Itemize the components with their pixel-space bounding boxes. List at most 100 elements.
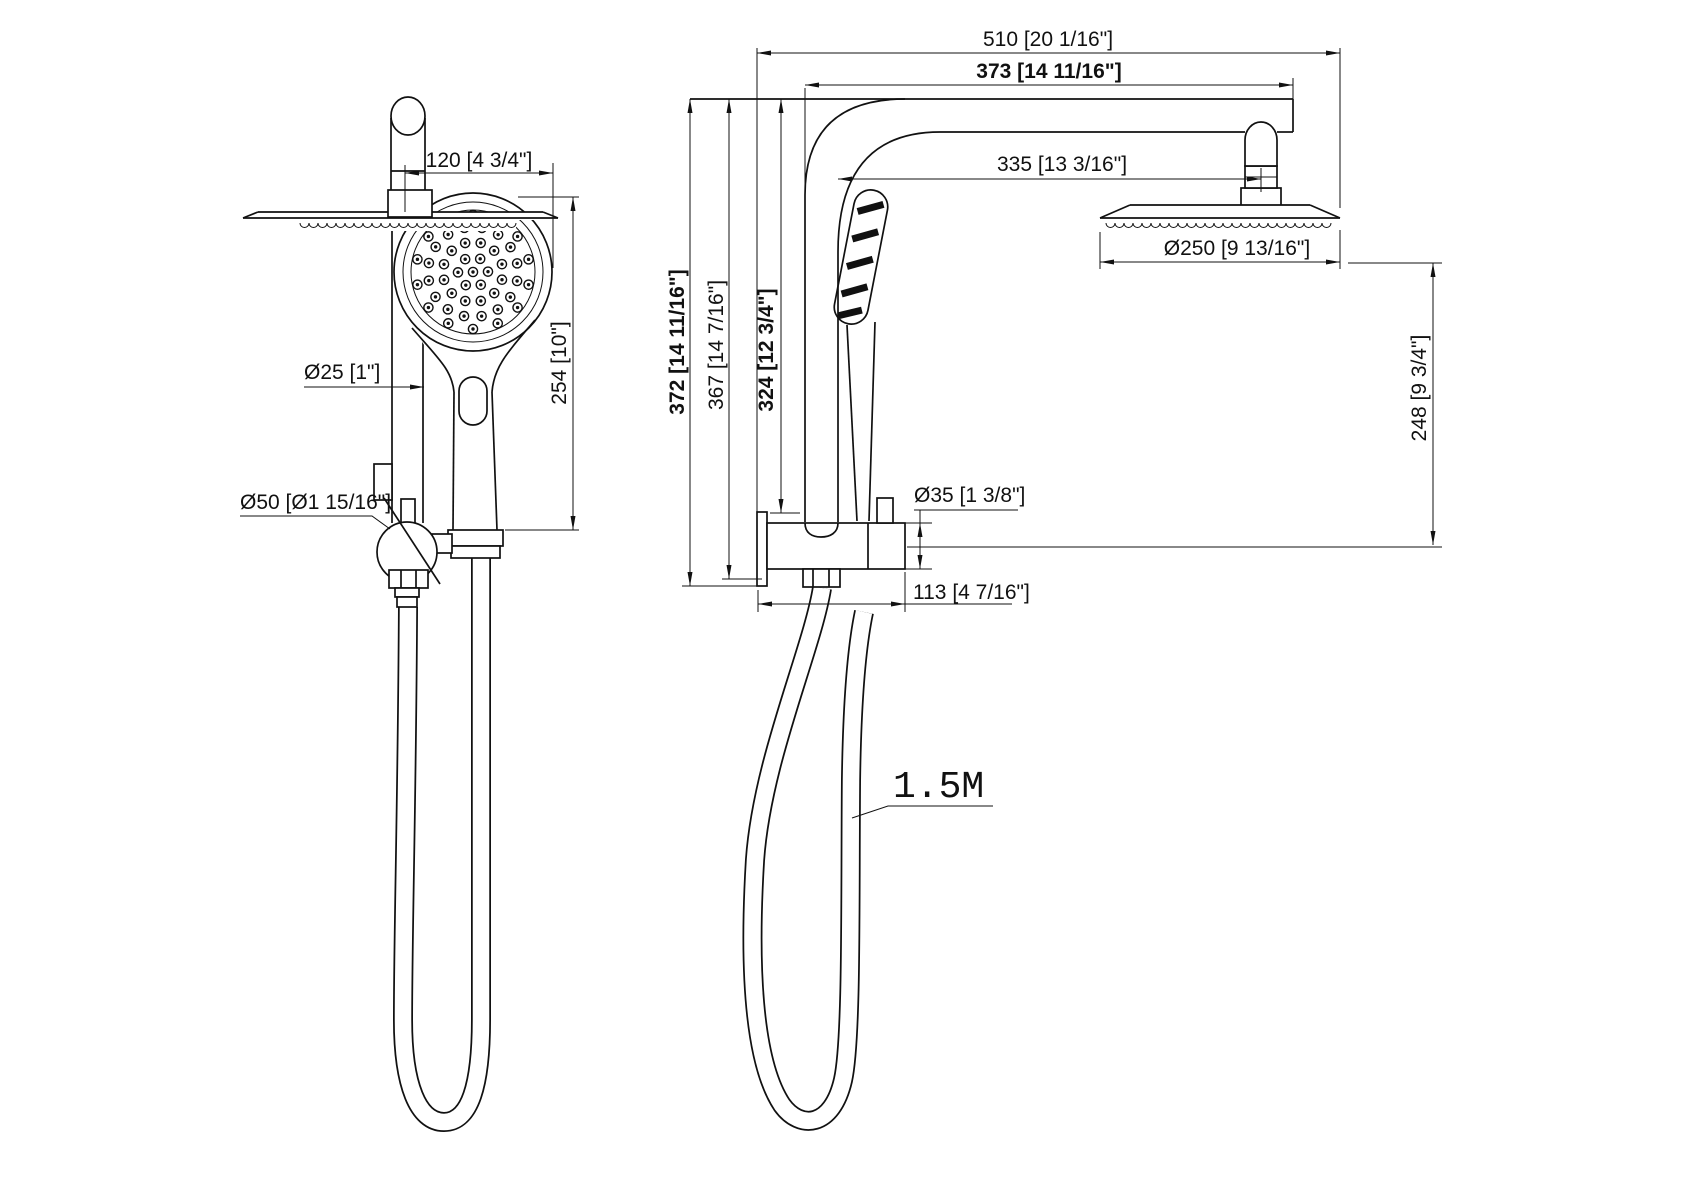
nozzle-dot-center [446,321,450,326]
wall-flange [756,511,768,587]
handle-collar [447,529,504,547]
dim-254: 254 [10"] [505,196,579,531]
front-view: 120 [4 3/4"] 254 [10"] Ø25 [1"] Ø50 [Ø1 … [240,96,579,1133]
diverter [376,497,453,608]
front-dimensions: 120 [4 3/4"] 254 [10"] Ø25 [1"] Ø50 [Ø1 … [240,149,579,531]
dim-50-label: Ø50 [Ø1 15/16"] [240,491,391,514]
dim-373-label: 373 [14 11/16"] [976,60,1121,83]
nozzle-dot-center [442,262,446,266]
hose-length-callout: 1.5M [851,766,993,819]
nozzle-dot-center [478,257,482,261]
nozzle-dot-center [496,232,500,237]
dim-248: 248 [9 3/4"] [907,262,1442,548]
nozzle-dot-center [479,314,484,318]
dim-250: Ø250 [9 13/16"] [1099,230,1341,269]
pipe-cap [390,96,426,136]
nozzle-dot-center [496,321,500,326]
nozzle-dot-center [426,305,431,310]
dim-510-label: 510 [20 1/16"] [983,28,1113,51]
nozzle-dot-center [471,270,475,274]
ball-joint [1244,121,1278,167]
side-dimensions: 510 [20 1/16"] 373 [14 11/16"] 335 [13 3… [666,28,1442,819]
dim-25: Ø25 [1"] [304,361,424,390]
nozzle-dot-center [479,299,483,303]
dim-120: 120 [4 3/4"] [404,149,554,268]
front-hose [392,558,491,1133]
dim-335: 335 [13 3/16"] [838,153,1262,192]
hand-shower-side [833,189,889,522]
dim-120-label: 120 [4 3/4"] [426,149,533,172]
rail-bracket [373,463,393,501]
side-hose [742,586,874,1131]
nozzle-dot-center [515,279,519,283]
dim-324: 324 [12 3/4"] [755,99,800,514]
mode-button [458,376,488,426]
dim-510: 510 [20 1/16"] [757,28,1341,208]
nozzle-dot-center [515,305,520,310]
holder-pin [400,498,416,524]
dim-50: Ø50 [Ø1 15/16"] [240,491,391,530]
dim-25-label: Ø25 [1"] [304,361,380,384]
nozzle-dot-center [462,314,466,318]
nozzle-dot-center [456,270,460,275]
nozzle-dot-center [496,307,500,312]
nozzle-dot-center [508,295,513,299]
nozzle-dot-center [471,327,475,331]
dim-35: Ø35 [1 3/8"] [905,484,1025,570]
nozzle-dot-center [479,283,483,287]
nozzle-dot-center [450,249,454,253]
nozzle-dot-center [427,278,431,283]
nozzle-dot-center [415,282,420,287]
dim-250-label: Ø250 [9 13/16"] [1164,237,1310,260]
dim-367: 367 [14 7/16"] [705,99,762,580]
bracket-knob [876,497,894,524]
dim-367-label: 367 [14 7/16"] [705,280,728,410]
nozzle-dot-center [442,278,446,282]
nozzle-dot-center [526,257,531,262]
dim-324-label: 324 [12 3/4"] [755,288,778,411]
nozzle-dot-center [433,295,438,299]
dim-372: 372 [14 11/16"] [666,99,762,587]
hand-shower-front [393,192,553,559]
nozzle-dot-center [500,262,504,266]
dim-372-label: 372 [14 11/16"] [666,269,689,414]
nozzle-dot-center [446,232,450,237]
nozzle-dot-center [427,261,431,265]
dim-335-label: 335 [13 3/16"] [997,153,1127,176]
rail-top-pipe [387,96,433,218]
nozzle-serration-side [1105,222,1332,228]
overhead-shower-side [1099,121,1341,228]
nozzle-dot-center [464,283,468,287]
nozzle-dot-center [515,234,520,239]
dim-35-label: Ø35 [1 3/8"] [914,484,1025,507]
nozzle-dot-center [508,245,513,249]
nozzle-dot-center [415,257,420,262]
wall-bracket [756,497,906,588]
nozzle-dot-center [486,269,490,274]
dim-113: 113 [4 7/16"] [757,572,1030,612]
nozzle-dot-center [463,257,467,261]
nozzle-dot-center [526,282,531,287]
nozzle-dot-center [450,291,454,295]
side-view: 510 [20 1/16"] 373 [14 11/16"] 335 [13 3… [666,28,1442,1131]
dim-373: 373 [14 11/16"] [804,60,1294,195]
riser-and-arm [690,98,1294,522]
nozzle-serration [299,222,517,228]
hose-length-label: 1.5M [893,766,984,809]
nozzle-dot-center [500,278,504,282]
nozzle-dot-center [492,249,496,253]
dim-248-label: 248 [9 3/4"] [1408,335,1431,442]
nozzle-dot-center [463,241,467,245]
nozzle-dot-center [463,299,467,303]
dim-113-label: 113 [4 7/16"] [913,581,1030,604]
hex-nut [388,569,429,589]
nozzle-dot-center [426,234,431,239]
rail-collar [387,189,433,218]
nozzle-dot-center [479,241,483,245]
dim-254-label: 254 [10"] [548,321,571,404]
nozzle-dot-center [515,261,519,266]
nozzle-dot-center [433,245,438,249]
nozzle-dot-center [446,307,450,312]
